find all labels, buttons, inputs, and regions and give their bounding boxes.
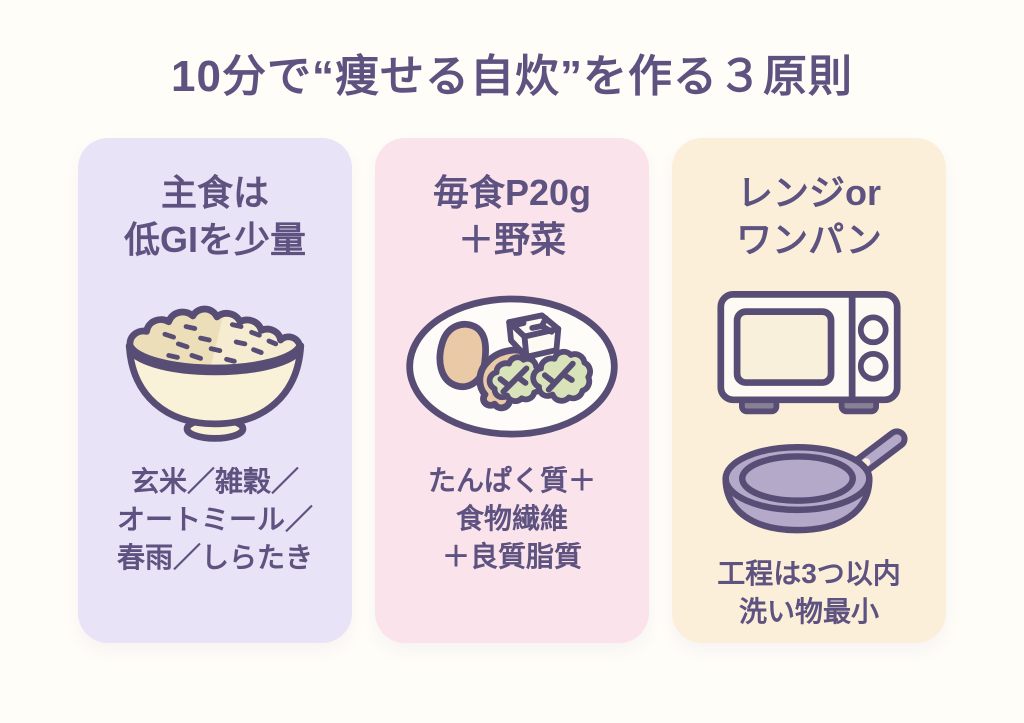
card-protein-body-line1: たんぱく質＋ [427,464,596,496]
card-cooking-body-line2: 洗い物最小 [738,595,879,627]
card-cooking-body: 工程は3つ以内 洗い物最小 [717,555,901,631]
card-protein-heading: 毎食P20g ＋野菜 [433,170,591,264]
card-staple-body-line2: オートミール／ [116,503,313,535]
card-staple-heading-line2: 低GIを少量 [123,218,306,260]
card-staple-heading: 主食は 低GIを少量 [124,170,306,264]
protein-plate-icon [401,292,623,442]
card-cooking-heading-line2: ワンパン [736,218,882,260]
card-staple-body-line1: 玄米／雑穀／ [130,465,299,497]
card-microwave-onepan: レンジor ワンパン 工程 [672,138,946,643]
card-cooking-heading: レンジor ワンパン [736,170,882,264]
card-staple-low-gi: 主食は 低GIを少量 玄米／雑穀／ オートミー [78,138,352,643]
card-cooking-heading-line1: レンジor [736,172,881,213]
card-protein-heading-line1: 毎食P20g [432,172,592,213]
card-protein-body-line3: ＋良質脂質 [441,540,582,572]
rice-bowl-icon [109,288,321,447]
card-protein-body-line2: 食物繊維 [455,502,568,534]
card-staple-body-line3: 春雨／しらたき [116,541,313,573]
card-protein-heading-line2: ＋野菜 [457,218,566,260]
card-staple-body: 玄米／雑穀／ オートミール／ 春雨／しらたき [117,463,313,577]
frying-pan-icon [710,425,908,545]
page-title: 10分で“痩せる自炊”を作る３原則 [171,52,853,101]
principles-cards-row: 主食は 低GIを少量 玄米／雑穀／ オートミー [0,138,1024,643]
card-cooking-body-line1: 工程は3つ以内 [717,557,901,589]
card-protein-veg: 毎食P20g ＋野菜 たんぱく質＋ 食物繊維 ＋良質脂質 [375,138,649,643]
card-staple-heading-line1: 主食は [160,172,269,213]
microwave-icon [713,280,905,419]
card-protein-body: たんぱく質＋ 食物繊維 ＋良質脂質 [428,462,596,576]
